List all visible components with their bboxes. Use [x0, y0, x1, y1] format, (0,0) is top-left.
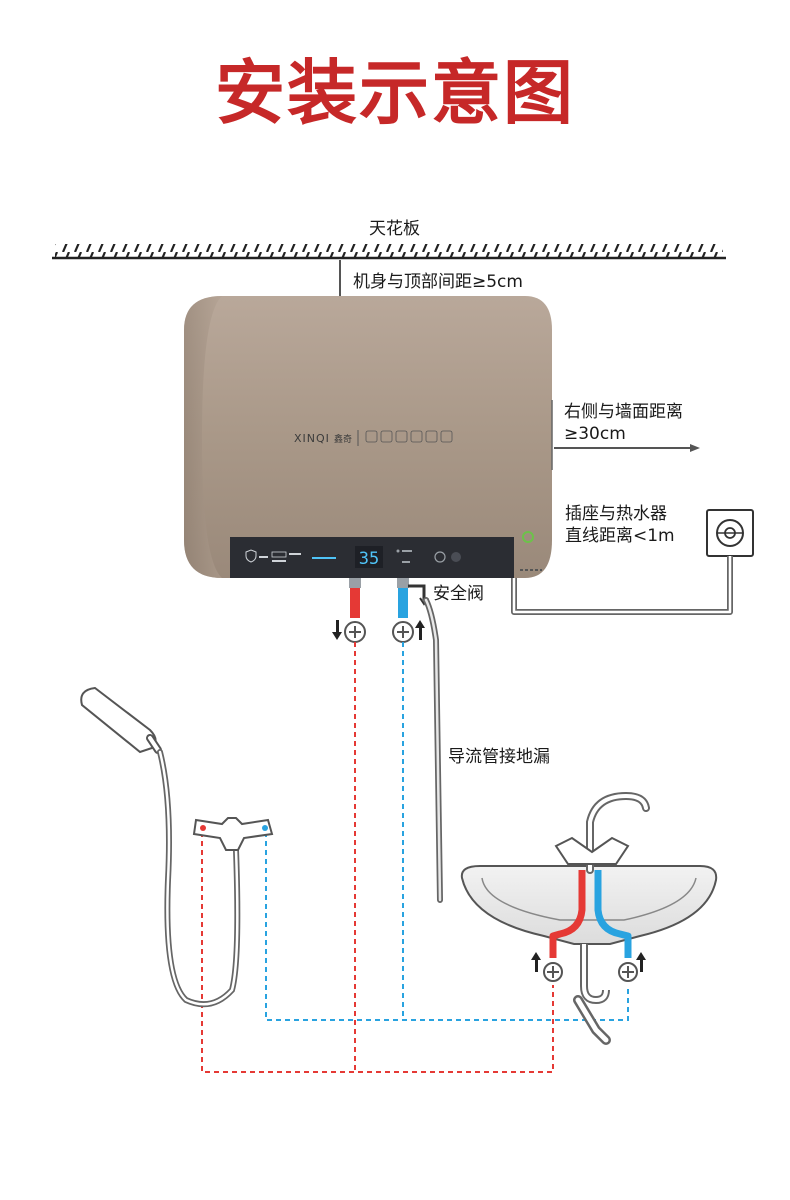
hot-outlet-pipe	[344, 578, 366, 643]
power-icon	[434, 551, 446, 563]
right-clearance-arrow	[551, 400, 700, 470]
safety-valve-label: 安全阀	[433, 584, 484, 604]
shower-head	[80, 686, 162, 754]
ceiling	[52, 244, 726, 260]
brand-logo-cn: 鑫奇	[334, 433, 352, 445]
panel-mode-marks	[396, 549, 412, 563]
cold-inlet-pipe	[392, 578, 414, 643]
wash-basin	[460, 791, 718, 1045]
hot-water-lines	[201, 642, 554, 1073]
cold-water-lines	[265, 642, 629, 1021]
temp-display-bg	[355, 546, 383, 568]
ceiling-label: 天花板	[369, 219, 420, 239]
page-title: 安装示意图	[215, 52, 575, 134]
water-heater: XINQI 鑫奇 35	[184, 296, 552, 578]
drain-label: 导流管接地漏	[448, 747, 550, 767]
wall-socket	[706, 509, 754, 557]
right-clearance-label-1: 右侧与墙面距离	[564, 402, 683, 422]
status-led	[522, 531, 534, 543]
touch-buttons	[365, 430, 453, 443]
shower-mixer	[192, 817, 274, 851]
socket-distance-label-1: 插座与热水器	[565, 504, 667, 524]
knob-icon	[451, 552, 461, 562]
temp-display: 35	[359, 549, 379, 569]
right-clearance-label-2: ≥30cm	[564, 424, 626, 444]
flow-arrows	[332, 620, 425, 640]
brand-logo: XINQI	[294, 432, 330, 445]
panel-left-icons	[245, 549, 301, 563]
top-clearance-label: 机身与顶部间距≥5cm	[353, 272, 523, 292]
socket-distance-label-2: 直线距离<1m	[565, 526, 675, 546]
